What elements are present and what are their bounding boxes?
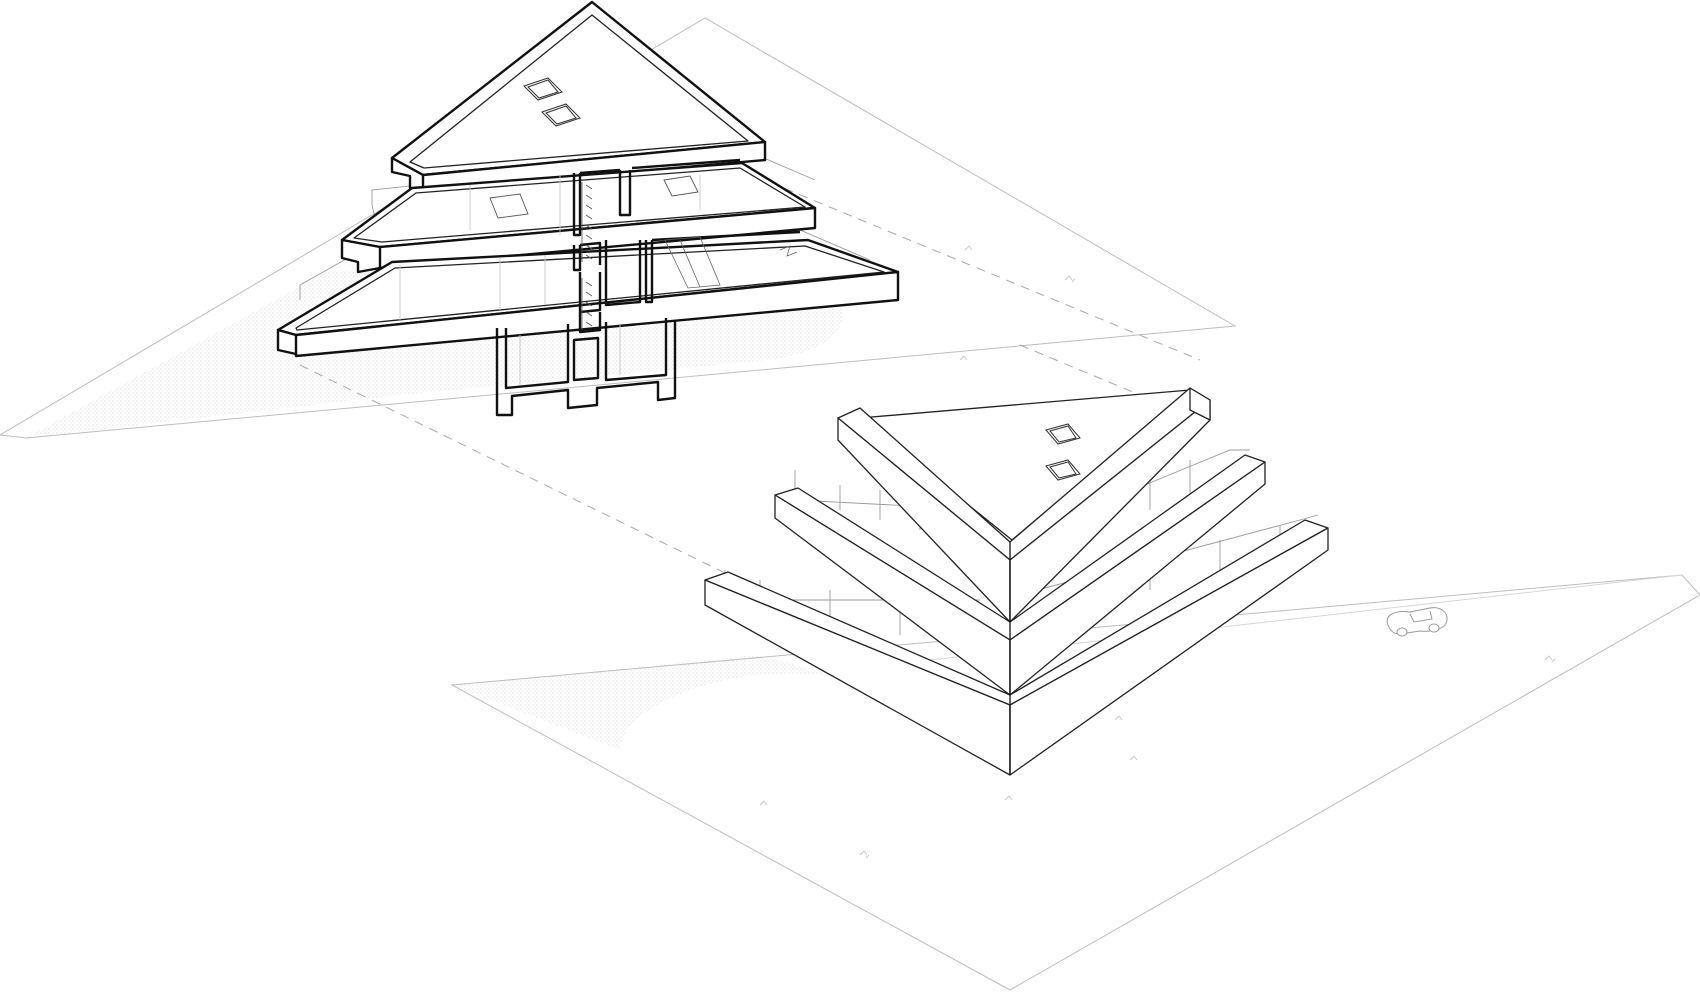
- section-model: [276, 0, 900, 417]
- exterior-top-band: [837, 387, 1211, 623]
- roof-slab: [390, 0, 767, 192]
- basement-section: [495, 312, 677, 417]
- car-icon: [1386, 607, 1448, 637]
- upper-floor-walls: [572, 158, 741, 237]
- skylight-icon: [1045, 423, 1081, 481]
- bedroom-furniture-upper: [469, 175, 701, 235]
- exterior-roof: [859, 389, 1191, 541]
- first-floor-slab: [276, 238, 900, 358]
- exterior-middle-band: [774, 454, 1266, 696]
- lower-ground-shadow: [452, 655, 870, 750]
- stair-core: [581, 182, 593, 330]
- skylight-icon: [523, 77, 581, 127]
- exterior-model: [704, 387, 1329, 776]
- kitchen-furniture: [399, 236, 798, 320]
